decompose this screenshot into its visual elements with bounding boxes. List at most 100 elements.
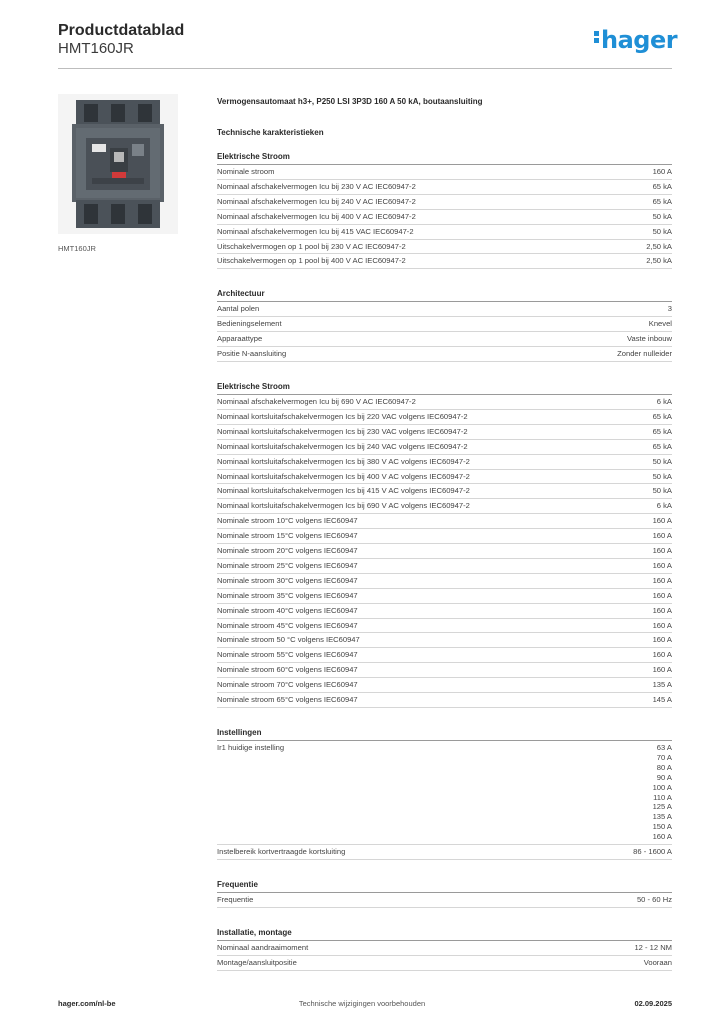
spec-label: Bedieningselement [217, 319, 282, 329]
header-divider [58, 68, 672, 69]
logo-text: hager [601, 26, 678, 54]
spec-value: 50 kA [652, 471, 672, 481]
spec-value: Zonder nulleider [617, 349, 672, 359]
product-name: Vermogensautomaat h3+, P250 LSI 3P3D 160… [217, 97, 483, 106]
spec-value: 145 A [652, 695, 672, 705]
section-title: Elektrische Stroom [217, 150, 672, 165]
tech-characteristics-heading: Technische karakteristieken [217, 128, 324, 137]
spec-value-item: 70 A [656, 752, 672, 762]
spec-value-item: 125 A [652, 802, 672, 812]
spec-label: Apparaattype [217, 334, 263, 344]
spec-value: Knevel [648, 319, 672, 329]
spec-value: 65 kA [652, 441, 672, 451]
spec-row: Nominale stroom 65°C volgens IEC60947 145… [217, 693, 672, 708]
spec-label: Nominaal kortsluitafschakelvermogen Ics … [217, 456, 470, 466]
section-title: Instellingen [217, 726, 672, 741]
spec-value: 6 kA [656, 396, 672, 406]
spec-label: Nominaal afschakelvermogen Icu bij 690 V… [217, 396, 416, 406]
spec-value-item: 90 A [656, 772, 672, 782]
spec-value: 160 A [652, 605, 672, 615]
spec-value: 160 A [652, 531, 672, 541]
spec-label: Nominale stroom 25°C volgens IEC60947 [217, 560, 358, 570]
spec-label: Uitschakelvermogen op 1 pool bij 400 V A… [217, 256, 406, 266]
spec-row: Nominaal afschakelvermogen Icu bij 690 V… [217, 395, 672, 410]
page-subtitle: HMT160JR [58, 40, 134, 57]
spec-value: 160 A [652, 650, 672, 660]
spec-value: 160 A [652, 575, 672, 585]
spec-label: Nominaal kortsluitafschakelvermogen Ics … [217, 411, 468, 421]
spec-label: Nominaal afschakelvermogen Icu bij 230 V… [217, 181, 416, 191]
spec-value: 3 [667, 304, 672, 314]
spec-row: Nominale stroom 60°C volgens IEC60947 160… [217, 663, 672, 679]
datasheet-content: Vermogensautomaat h3+, P250 LSI 3P3D 160… [217, 95, 672, 971]
section-title: Installatie, montage [217, 926, 672, 941]
spec-row: Nominaal kortsluitafschakelvermogen Ics … [217, 455, 672, 470]
spec-row: Nominaal afschakelvermogen Icu bij 415 V… [217, 225, 672, 240]
spec-label: Nominale stroom 10°C volgens IEC60947 [217, 516, 358, 526]
spec-value: 50 kA [652, 456, 672, 466]
spec-value: 65 kA [652, 411, 672, 421]
spec-label: Nominaal afschakelvermogen Icu bij 240 V… [217, 196, 416, 206]
spec-row: Nominaal kortsluitafschakelvermogen Ics … [217, 410, 672, 425]
logo-dots-icon [594, 29, 599, 45]
hager-logo: hager [594, 26, 678, 54]
spec-label: Ir1 huidige instelling [217, 743, 285, 752]
spec-label: Nominaal kortsluitafschakelvermogen Ics … [217, 441, 468, 451]
footer-disclaimer: Technische wijzigingen voorbehouden [298, 999, 426, 1008]
spec-value: 12 - 12 NM [634, 942, 672, 952]
spec-value: 2,50 kA [646, 241, 672, 251]
spec-label: Nominale stroom 65°C volgens IEC60947 [217, 695, 358, 705]
circuit-breaker-icon [58, 94, 178, 234]
spec-value: 160 A [652, 167, 672, 176]
spec-label: Nominaal kortsluitafschakelvermogen Ics … [217, 486, 470, 496]
spec-value: 6 kA [656, 501, 672, 511]
spec-value: 65 kA [652, 181, 672, 191]
spec-row: Nominale stroom 45°C volgens IEC60947 160… [217, 619, 672, 634]
spec-value: 65 kA [652, 426, 672, 436]
spec-label: Nominale stroom [217, 167, 275, 176]
image-caption: HMT160JR [58, 244, 96, 253]
spec-row: Montage/aansluitpositie Vooraan [217, 956, 672, 971]
spec-row: Nominaal afschakelvermogen Icu bij 230 V… [217, 180, 672, 195]
spec-value: 160 A [652, 546, 672, 556]
spec-value: 65 kA [652, 196, 672, 206]
spec-label: Instelbereik kortvertraagde kortsluiting [217, 847, 346, 857]
spec-label: Nominale stroom 50 °C volgens IEC60947 [217, 635, 360, 645]
spec-label: Nominale stroom 60°C volgens IEC60947 [217, 665, 358, 675]
spec-row: Uitschakelvermogen op 1 pool bij 400 V A… [217, 254, 672, 270]
spec-value-item: 135 A [652, 812, 672, 822]
spec-value-item: 100 A [652, 782, 672, 792]
spec-label: Uitschakelvermogen op 1 pool bij 230 V A… [217, 241, 406, 251]
spec-label: Nominale stroom 70°C volgens IEC60947 [217, 680, 358, 690]
section-title: Architectuur [217, 287, 672, 303]
spec-value: 160 A [652, 635, 672, 645]
spec-label: Nominaal kortsluitafschakelvermogen Ics … [217, 471, 470, 481]
spec-value: 160 A [652, 665, 672, 675]
spec-value: 160 A [652, 620, 672, 630]
spec-value: Vaste inbouw [626, 334, 672, 344]
spec-value: Vooraan [643, 957, 672, 967]
spec-label: Nominaal afschakelvermogen Icu bij 400 V… [217, 211, 416, 221]
product-image [58, 94, 178, 234]
spec-row: Apparaattype Vaste inbouw [217, 332, 672, 348]
section-title: Frequentie [217, 878, 672, 893]
spec-value: 160 A [652, 560, 672, 570]
spec-label: Montage/aansluitpositie [217, 957, 297, 967]
spec-label: Nominale stroom 45°C volgens IEC60947 [217, 620, 358, 630]
